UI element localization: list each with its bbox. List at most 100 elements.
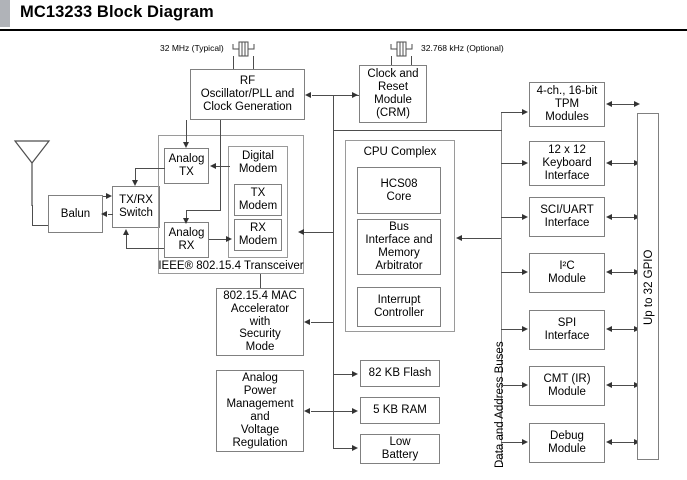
- balun-to-switch-line: [103, 196, 108, 197]
- block-rf-oscillator-line1: RF: [239, 75, 256, 88]
- cpu-bus-to-spine-join: [501, 130, 502, 131]
- spine-to-transceiver-arrow: [298, 228, 304, 235]
- block-tpm-modules[interactable]: 4-ch., 16-bit TPM Modules: [529, 82, 605, 127]
- block-interrupt-controller[interactable]: Interrupt Controller: [357, 287, 441, 327]
- page-title: MC13233 Block Diagram: [20, 3, 214, 21]
- block-crm-line3: Module: [374, 94, 412, 106]
- block-analog-tx[interactable]: Analog TX: [164, 148, 209, 184]
- block-spi-interface[interactable]: SPI Interface: [529, 310, 605, 350]
- block-rx-modem[interactable]: RX Modem: [234, 219, 282, 251]
- crm-crystal-icon: [390, 41, 413, 57]
- block-analog-rx-line2: RX: [178, 240, 195, 252]
- crm-to-rfosc-arrow: [305, 91, 311, 98]
- cmt-to-gpio-line: [612, 385, 637, 386]
- bus-to-i2c-arrow: [522, 268, 528, 275]
- block-irq-line2: Controller: [374, 307, 424, 319]
- block-flash-label: 82 KB Flash: [368, 367, 432, 380]
- bus-to-spi-arrow: [522, 325, 528, 332]
- rfosc-down-trunk: [220, 120, 221, 210]
- block-mac-accelerator[interactable]: 802.15.4 MAC Accelerator with Security M…: [216, 288, 304, 356]
- bus-to-kbi-line: [501, 163, 524, 164]
- block-hcs08-core[interactable]: HCS08 Core: [357, 167, 441, 214]
- block-crm-line1: Clock and: [367, 68, 419, 81]
- rfosc-to-analogtx-arrow: [182, 142, 189, 148]
- block-balun-label: Balun: [60, 207, 91, 220]
- block-txrx-switch[interactable]: TX/RX Switch: [112, 186, 160, 228]
- block-kbi-line3: Interface: [544, 169, 590, 182]
- block-low-battery-line1: Low: [389, 436, 411, 449]
- block-low-battery[interactable]: Low Battery: [360, 434, 440, 464]
- block-cmt-line1: CMT (IR): [543, 373, 591, 386]
- block-analog-rx[interactable]: Analog RX: [164, 222, 209, 258]
- block-irq-line1: Interrupt: [377, 294, 421, 307]
- analogtx-to-switch-line-h: [135, 168, 165, 169]
- block-i2c-module[interactable]: I²C Module: [529, 253, 605, 293]
- block-gpio-bar[interactable]: [637, 113, 659, 460]
- antenna-icon: [13, 140, 51, 206]
- bus-to-cpu-arrow: [456, 234, 462, 241]
- crm-crystal-stem-right: [411, 56, 412, 65]
- spine-to-crm-line: [333, 95, 359, 96]
- block-mac-line3: with: [249, 315, 271, 328]
- block-ram[interactable]: 5 KB RAM: [360, 397, 440, 424]
- rf-crystal-icon: [232, 41, 255, 57]
- group-cpu-complex-label: CPU Complex: [363, 146, 437, 158]
- block-txrx-switch-line1: TX/RX: [119, 194, 153, 207]
- analogtx-to-switch-arrow: [131, 180, 138, 186]
- data-address-bus-label: Data and Address Buses: [494, 341, 506, 468]
- block-apm-line2: Power: [243, 385, 277, 398]
- group-cpu-complex: [345, 140, 455, 332]
- block-debug-module[interactable]: Debug Module: [529, 423, 605, 463]
- tpm-to-gpio-line: [612, 104, 637, 105]
- block-mac-line4: Security: [239, 328, 281, 341]
- block-kbi-line2: Keyboard: [542, 157, 592, 170]
- block-crm-line4: (CRM): [376, 106, 410, 119]
- balun-to-switch-arrow: [106, 192, 112, 199]
- block-i2c-line1: I²C: [559, 260, 575, 273]
- block-clock-reset-module[interactable]: Clock and Reset Module (CRM): [359, 65, 427, 123]
- block-analog-rx-line1: Analog: [168, 227, 205, 240]
- spine-to-mac-arrow: [304, 318, 310, 325]
- crm-crystal-stem-left: [391, 56, 392, 65]
- block-rf-oscillator-pll[interactable]: RF Oscillator/PLL and Clock Generation: [190, 69, 305, 120]
- modem-to-analogtx-line: [216, 166, 230, 167]
- header-accent-bar: [0, 0, 10, 27]
- block-analog-power-management[interactable]: Analog Power Management and Voltage Regu…: [216, 370, 304, 452]
- spine-to-flash-arrow: [352, 370, 358, 377]
- spine-to-apm-arrow: [304, 407, 310, 414]
- block-tx-modem[interactable]: TX Modem: [234, 184, 282, 216]
- block-cmt-ir-module[interactable]: CMT (IR) Module: [529, 366, 605, 406]
- block-sci-uart-interface[interactable]: SCI/UART Interface: [529, 197, 605, 237]
- spi-to-gpio-arrow-left: [606, 325, 612, 332]
- block-balun[interactable]: Balun: [48, 195, 103, 233]
- block-mac-line2: Accelerator: [230, 302, 290, 315]
- cpu-top-bus-line: [333, 130, 501, 131]
- rfosc-to-analogrx-arrow: [182, 218, 189, 224]
- tpm-to-gpio-arrow-right: [634, 100, 640, 107]
- block-bus-interface-memory-arbitrator[interactable]: Bus Interface and Memory Arbitrator: [357, 219, 441, 275]
- block-flash[interactable]: 82 KB Flash: [360, 360, 440, 387]
- rfosc-to-analogtx-line: [186, 120, 187, 146]
- block-apm-line1: Analog: [242, 372, 278, 385]
- block-keyboard-interface[interactable]: 12 x 12 Keyboard Interface: [529, 141, 605, 186]
- spine-to-mac-line: [311, 322, 333, 323]
- analogtx-to-switch-line-v: [135, 168, 136, 182]
- block-bus-if-line1: Bus: [389, 221, 409, 234]
- soc-left-spine: [333, 95, 334, 448]
- bus-to-kbi-arrow: [522, 159, 528, 166]
- data-address-bus-spine: [501, 112, 502, 464]
- debug-to-gpio-line: [612, 442, 637, 443]
- spine-to-ram-arrow: [352, 407, 358, 414]
- switch-to-balun-arrow: [101, 210, 107, 217]
- switch-to-analogrx-line-v: [126, 232, 127, 248]
- switch-to-analogrx-arrow: [122, 229, 129, 235]
- block-rf-oscillator-line3: Clock Generation: [203, 100, 292, 113]
- rf-crystal-stem-left: [233, 56, 234, 69]
- block-debug-line2: Module: [548, 443, 586, 455]
- kbi-to-gpio-arrow-left: [606, 159, 612, 166]
- page-header: MC13233 Block Diagram: [0, 0, 687, 31]
- block-digital-modem-label: Digital Modem: [228, 150, 288, 175]
- header-divider: [0, 29, 687, 31]
- antenna-lead-horizontal: [32, 225, 48, 226]
- block-apm-line3: Management: [226, 398, 294, 411]
